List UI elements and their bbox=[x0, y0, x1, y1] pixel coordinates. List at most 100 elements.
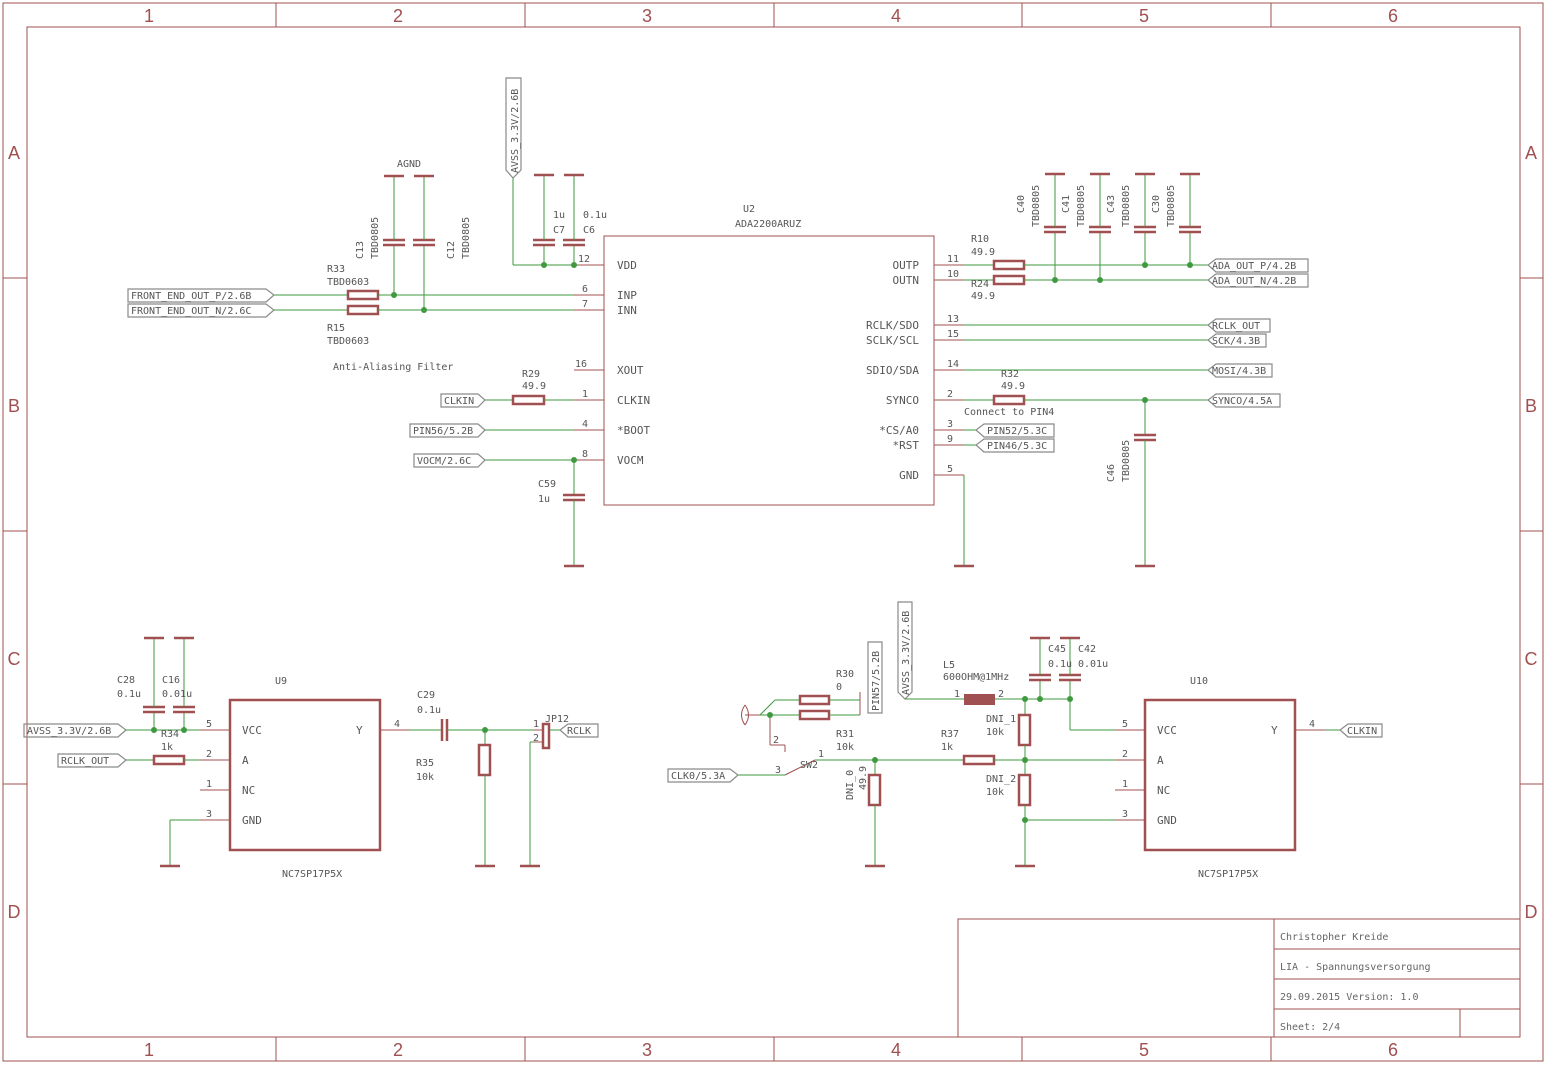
c16-name: C16 bbox=[162, 675, 180, 686]
u2-pin-num-6: 6 bbox=[582, 284, 588, 295]
u2-pin-name-xout: XOUT bbox=[617, 364, 644, 377]
c43-value: TBD0805 bbox=[1121, 185, 1132, 227]
title-block: Christopher Kreide LIA - Spannungsversor… bbox=[957, 918, 1521, 1038]
net-label-vocm: VOCM/2.6C bbox=[417, 456, 471, 467]
r31-value: 10k bbox=[836, 742, 854, 753]
vdd-supply: AVSS_3.3V/2.6B 1u C7 0.1u C6 bbox=[505, 77, 607, 268]
u2-pin-num-11: 11 bbox=[947, 254, 959, 265]
col-number-6-bottom: 6 bbox=[1388, 1040, 1398, 1060]
col-number-2: 2 bbox=[393, 6, 403, 26]
u2-pin-name-rst: *RST bbox=[893, 439, 920, 452]
c6-name: C6 bbox=[583, 225, 595, 236]
u2-pin-name-outn: OUTN bbox=[893, 274, 920, 287]
c42-name: C42 bbox=[1078, 644, 1096, 655]
r32-value: 49.9 bbox=[1001, 381, 1025, 392]
u2-pin-num-10: 10 bbox=[947, 269, 959, 280]
filter-note: Anti-Aliasing Filter bbox=[333, 362, 453, 373]
c6-value: 0.1u bbox=[583, 210, 607, 221]
output-side: R10 49.9 R24 49.9 C40 TBD0805 C41 TBD080… bbox=[964, 172, 1309, 568]
u2-pin-num-7: 7 bbox=[582, 299, 588, 310]
c12-value: TBD0805 bbox=[461, 217, 472, 259]
net-label-pin52: PIN52/5.3C bbox=[987, 426, 1047, 437]
u9-pin-name-vcc: VCC bbox=[242, 724, 262, 737]
c29-name: C29 bbox=[417, 690, 435, 701]
u2-pin-name-sclk-scl: SCLK/SCL bbox=[866, 334, 919, 347]
u2-pin-name-synco: SYNCO bbox=[886, 394, 919, 407]
net-label-avss-top: AVSS_3.3V/2.6B bbox=[510, 89, 521, 173]
r15-value: TBD0603 bbox=[327, 336, 369, 347]
c13-value: TBD0805 bbox=[370, 217, 381, 259]
u10-pin-name-y: Y bbox=[1271, 724, 1278, 737]
row-letter-b: B bbox=[8, 396, 20, 416]
net-label-clkin: CLKIN bbox=[444, 396, 474, 407]
r34-name: R34 bbox=[161, 729, 179, 740]
net-label-sck: SCK/4.3B bbox=[1212, 336, 1260, 347]
u10-pin-num-1: 1 bbox=[1122, 779, 1128, 790]
r35-value: 10k bbox=[416, 772, 434, 783]
dni0-value: 49.9 bbox=[858, 766, 869, 790]
c46-value: TBD0805 bbox=[1121, 440, 1132, 482]
r29-name: R29 bbox=[522, 369, 540, 380]
net-label-rclk: RCLK bbox=[567, 726, 591, 737]
c46-name: C46 bbox=[1106, 464, 1117, 482]
net-label-ada-p: ADA_OUT_P/4.2B bbox=[1212, 261, 1296, 272]
c7-value: 1u bbox=[553, 210, 565, 221]
agnd-label: AGND bbox=[397, 159, 421, 170]
c40-name: C40 bbox=[1016, 195, 1027, 213]
l5-pin-2: 2 bbox=[998, 689, 1004, 700]
u2-ada2200: U2 ADA2200ARUZ VDD INP INN XOUT CLKIN *B… bbox=[574, 204, 964, 506]
net-label-synco: SYNCO/4.5A bbox=[1212, 396, 1272, 407]
row-letter-d-right: D bbox=[1525, 902, 1538, 922]
l5-pin-1: 1 bbox=[954, 689, 960, 700]
net-label-rclk-out: RCLK_OUT bbox=[1212, 321, 1260, 332]
u2-value: ADA2200ARUZ bbox=[735, 219, 801, 230]
dni2-name: DNI_2 bbox=[986, 774, 1016, 785]
sw-pin-1: 1 bbox=[818, 749, 824, 760]
r10-name: R10 bbox=[971, 234, 989, 245]
sw-pin-3: 3 bbox=[775, 765, 781, 776]
u2-pin-num-1: 1 bbox=[582, 389, 588, 400]
r37-name: R37 bbox=[941, 729, 959, 740]
c42-value: 0.01u bbox=[1078, 659, 1108, 670]
u2-pin-name-boot: *BOOT bbox=[617, 424, 650, 437]
c45-name: C45 bbox=[1048, 644, 1066, 655]
u2-pin-num-9: 9 bbox=[947, 434, 953, 445]
input-filter: FRONT_END_OUT_P/2.6B FRONT_END_OUT_N/2.6… bbox=[127, 159, 574, 373]
col-number-4-bottom: 4 bbox=[891, 1040, 901, 1060]
u9-pin-name-a: A bbox=[242, 754, 249, 767]
sw-pin-2: 2 bbox=[773, 735, 779, 746]
u2-pin-num-5: 5 bbox=[947, 464, 953, 475]
r10-value: 49.9 bbox=[971, 247, 995, 258]
u10-pin-num-2: 2 bbox=[1122, 749, 1128, 760]
c30-value: TBD0805 bbox=[1166, 185, 1177, 227]
u9-pin-num-1: 1 bbox=[206, 779, 212, 790]
col-number-2-bottom: 2 bbox=[393, 1040, 403, 1060]
u10-pin-num-3: 3 bbox=[1122, 809, 1128, 820]
u10-pin-num-4: 4 bbox=[1309, 719, 1315, 730]
date-version-text: 29.09.2015 Version: 1.0 bbox=[1280, 992, 1418, 1003]
sheet-number-text: Sheet: 2/4 bbox=[1280, 1022, 1340, 1033]
net-label-ada-n: ADA_OUT_N/4.2B bbox=[1212, 276, 1296, 287]
u9-pin-num-3: 3 bbox=[206, 809, 212, 820]
sheet-title-text: LIA - Spannungsversorgung bbox=[1280, 962, 1431, 973]
u2-pin-name-vocm: VOCM bbox=[617, 454, 644, 467]
net-label-front-n: FRONT_END_OUT_N/2.6C bbox=[131, 306, 251, 317]
net-label-front-p: FRONT_END_OUT_P/2.6B bbox=[131, 291, 251, 302]
l5-value: 600OHM@1MHz bbox=[943, 672, 1009, 683]
c29-value: 0.1u bbox=[417, 705, 441, 716]
author-text: Christopher Kreide bbox=[1280, 932, 1388, 943]
r35-name: R35 bbox=[416, 758, 434, 769]
net-label-pin57: PIN57/5.2B bbox=[871, 651, 882, 711]
col-number-5: 5 bbox=[1139, 6, 1149, 26]
r24-value: 49.9 bbox=[971, 291, 995, 302]
c41-value: TBD0805 bbox=[1076, 185, 1087, 227]
u9-pin-num-4: 4 bbox=[394, 719, 400, 730]
r15-name: R15 bbox=[327, 323, 345, 334]
u9-pin-name-y: Y bbox=[356, 724, 363, 737]
jp12-pin-2: 2 bbox=[533, 733, 539, 744]
u2-pin-name-inn: INN bbox=[617, 304, 637, 317]
u2-pin-num-13: 13 bbox=[947, 314, 959, 325]
r30-value: 0 bbox=[836, 682, 842, 693]
c43-name: C43 bbox=[1106, 195, 1117, 213]
